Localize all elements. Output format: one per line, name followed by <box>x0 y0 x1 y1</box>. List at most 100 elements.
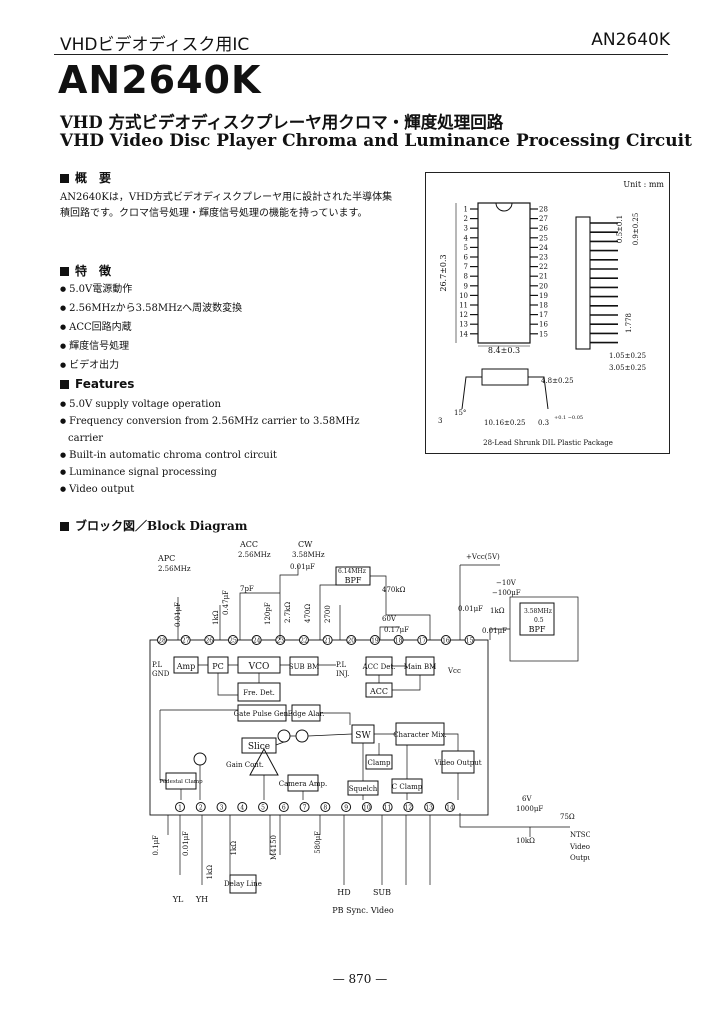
ic-pin <box>403 802 414 812</box>
pc-label: PC <box>212 662 224 671</box>
ic-pin-number: 22 <box>300 638 308 645</box>
mixer-node-1 <box>277 729 291 743</box>
c-clamp-label: C Clamp <box>392 783 423 791</box>
dim-d3: 1.05±0.25 <box>609 352 646 360</box>
part-number: AN2640K <box>58 58 262 102</box>
char-mix-label: Character Mix. <box>393 731 447 739</box>
ic-pin-number: 9 <box>344 805 348 812</box>
label-470: 470Ω <box>304 604 312 623</box>
ic-pin-number: 23 <box>276 638 284 645</box>
bpf1-label: BPF <box>345 576 362 585</box>
fre-det-label: Fre. Det. <box>243 689 275 697</box>
ic-pin <box>298 635 309 645</box>
features-en-heading: Features <box>60 377 134 391</box>
gate-pulse-label: Gate Pulse Gen. <box>234 710 291 718</box>
ic-pin-number: 19 <box>371 638 379 645</box>
camera-amp-label: Camera Amp. <box>279 780 327 788</box>
package-pin-number: 14 <box>459 330 468 338</box>
ic-pin <box>278 802 289 812</box>
label-cw: CW <box>298 540 313 549</box>
ic-pin <box>369 635 380 645</box>
slice-label: Slice <box>248 742 270 752</box>
ic-pin-number: 10 <box>363 805 371 812</box>
vco-label: VCO <box>248 662 270 672</box>
ic-body <box>477 202 531 344</box>
ic-pin <box>424 802 435 812</box>
section-bullet-icon <box>60 267 69 276</box>
features-en-list: 5.0V supply voltage operation Frequency … <box>60 396 360 498</box>
section-bullet-icon <box>60 522 69 531</box>
ic-pin-number: 3 <box>220 805 224 812</box>
ic-pin <box>251 635 262 645</box>
mixer-node-3 <box>193 752 207 766</box>
package-pin-number: 20 <box>539 282 548 290</box>
label-c001-vcc: 0.01μF <box>458 605 483 613</box>
label-c001-bot: 0.01μF <box>182 831 190 856</box>
package-pin-number: 17 <box>539 311 548 319</box>
label-pl-inj2: INJ. <box>336 670 349 678</box>
list-item: Frequency conversion from 2.56MHz carrie… <box>60 413 359 430</box>
label-1000uf: 1000μF <box>516 805 543 813</box>
label-2.7k: 2.7kΩ <box>284 602 292 623</box>
package-pin-number: 5 <box>464 244 468 252</box>
label-7pf: 7pF <box>240 585 254 593</box>
dim-body-width: 8.4±0.3 <box>488 346 520 355</box>
delay-line-block <box>229 874 257 894</box>
section-bullet-icon <box>60 380 69 389</box>
label-120pf: 120pF <box>264 602 272 625</box>
ic-pin-number: 25 <box>229 638 237 645</box>
external-wiring <box>167 564 570 885</box>
gain-label: Gain Cont. <box>226 761 264 769</box>
label-hd: HD <box>337 888 350 897</box>
label-m10v: −10V <box>496 579 517 587</box>
ic-pin-number: 14 <box>446 805 454 812</box>
list-item: Luminance signal processing <box>60 464 360 481</box>
bpf2-label: BPF <box>529 625 546 634</box>
label-vcc2: Vcc <box>447 667 461 675</box>
label-cw-freq: 3.58MHz <box>292 551 325 559</box>
ic-pin <box>227 635 238 645</box>
label-ntsc-video: Video <box>569 843 590 851</box>
ic-pin-number: 1 <box>178 805 182 812</box>
block-diagram-heading: ブロック図／Block Diagram <box>60 517 247 534</box>
header-part: AN2640K <box>591 30 670 50</box>
unit-label: Unit : mm <box>623 180 664 189</box>
label-sub: SUB <box>373 888 391 897</box>
ic-pin <box>237 802 248 812</box>
header-rule <box>54 54 668 55</box>
dim-height: 3 <box>438 417 442 425</box>
dim-body-length: 26.7±0.3 <box>439 254 448 291</box>
package-pin-number: 27 <box>539 215 548 223</box>
header-series: VHDビデオディスク用IC <box>60 35 250 55</box>
pin1-notch <box>495 202 513 212</box>
dim-d1: 0.5±0.1 <box>616 215 624 243</box>
label-047: 0.47μF <box>222 590 230 615</box>
ic-pin-number: 16 <box>442 638 450 645</box>
dim-pitch: 1.778 <box>625 313 633 333</box>
label-acc: ACC <box>239 540 258 549</box>
amp-label: Amp <box>176 662 195 671</box>
package-pin-number: 23 <box>539 254 548 262</box>
ic-pin <box>382 802 393 812</box>
page-number: — 870 — <box>332 972 388 986</box>
ic-pin-number: 6 <box>282 805 286 812</box>
bpf1-freq: 6.14MHz <box>338 568 366 575</box>
pedestal-label: Pedestal Clamp <box>159 779 203 785</box>
label-vcc: +Vcc(5V) <box>466 553 500 561</box>
list-item: ACC回路内蔵 <box>60 318 242 337</box>
ic-pin <box>157 635 167 645</box>
ic-pin <box>195 802 206 812</box>
list-item: 輝度信号処理 <box>60 337 242 356</box>
label-ntsc: NTSC <box>570 831 590 839</box>
label-pb-sync: PB Sync. Video <box>332 906 394 915</box>
main-bm-label: Main BM <box>404 663 437 671</box>
package-pin-number: 8 <box>464 273 468 281</box>
ic-pin <box>175 802 185 812</box>
package-pin-number: 18 <box>539 302 548 310</box>
package-pin-number: 16 <box>539 321 548 329</box>
package-pin-number: 28 <box>539 206 548 214</box>
gate-pulse-block <box>237 704 287 722</box>
label-apc: APC <box>157 554 175 563</box>
label-yl: YL <box>172 895 184 904</box>
dim-d5: 4.8±0.25 <box>541 377 574 385</box>
